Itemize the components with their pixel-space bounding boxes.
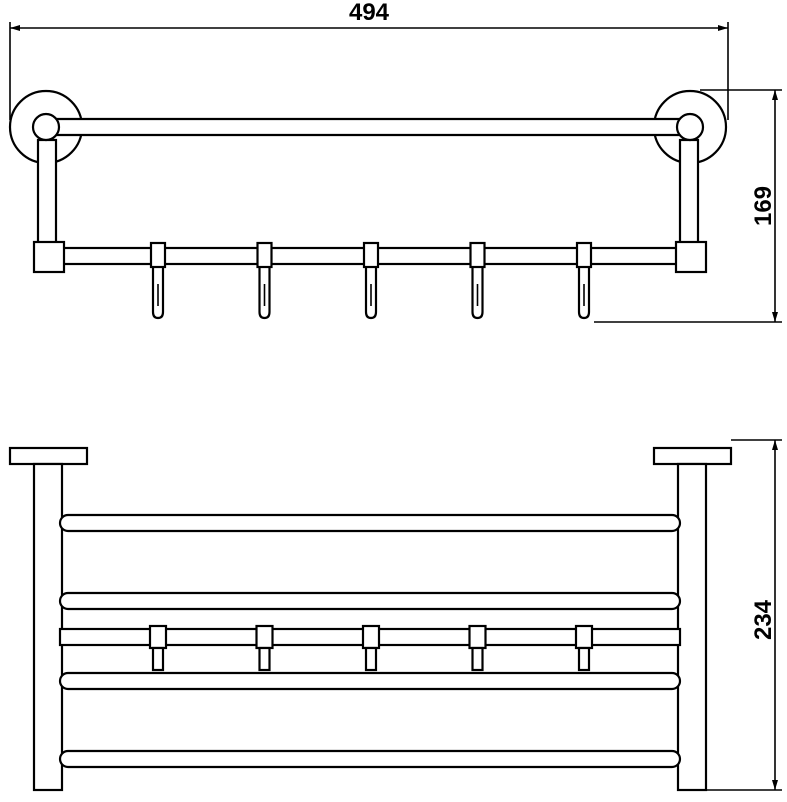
shelf-rail-2 (58, 591, 682, 611)
height-dimension: 169 (594, 89, 782, 323)
hook-front-1 (149, 241, 167, 320)
depth-dimension: 234 (706, 439, 782, 791)
hook-top-5 (574, 624, 594, 672)
front-hooks (149, 241, 593, 320)
shelf-rail-1 (58, 513, 682, 533)
right-vertical-support (678, 138, 700, 248)
hook-top-2 (255, 624, 274, 672)
right-wall-plate (652, 446, 733, 466)
left-vertical-support (36, 138, 58, 248)
front-view (8, 89, 728, 320)
hook-front-4 (469, 241, 486, 320)
left-bar-end-block (32, 240, 66, 274)
top-view (8, 446, 733, 792)
left-wall-plate (8, 446, 89, 466)
shelf-rail-3 (58, 671, 682, 691)
depth-dimension-label: 234 (750, 599, 777, 640)
height-dimension-label: 169 (750, 186, 777, 226)
right-rail-end-cap (675, 112, 705, 142)
hook-front-5 (575, 241, 593, 320)
width-dimension: 494 (9, 0, 729, 120)
left-side-arm (32, 462, 64, 792)
hook-top-3 (361, 624, 381, 672)
hook-front-2 (256, 241, 273, 320)
left-rail-end-cap (31, 112, 61, 142)
width-dimension-label: 494 (349, 0, 390, 26)
top-hooks (148, 624, 594, 672)
hook-top-1 (148, 624, 168, 672)
shelf-rail-4 (58, 749, 682, 769)
hook-top-4 (468, 624, 487, 672)
top-rail (42, 117, 694, 137)
hook-front-3 (362, 241, 380, 320)
right-bar-end-block (674, 240, 708, 274)
right-side-arm (676, 462, 708, 792)
